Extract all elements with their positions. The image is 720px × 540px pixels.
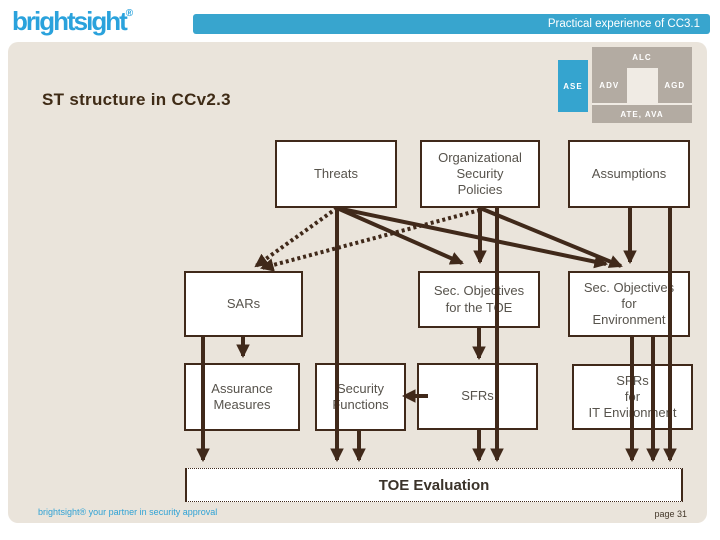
assurance-map: ALC ADV AGD ATE, AVA — [592, 47, 692, 123]
assurance-map-ase-box: ASE — [558, 60, 588, 112]
assurance-map-alc: ALC — [632, 53, 652, 62]
box-sec-objectives-environment: Sec. Objectives for Environment — [568, 271, 690, 337]
box-toe-evaluation: TOE Evaluation — [185, 468, 683, 502]
box-sfrs: SFRs — [417, 363, 538, 430]
brightsight-logo: brightsight® — [12, 6, 133, 37]
box-threats: Threats — [275, 140, 397, 208]
box-assumptions: Assumptions — [568, 140, 690, 208]
page-title: ST structure in CCv2.3 — [42, 90, 231, 109]
assurance-map-ate-ava: ATE, AVA — [620, 109, 664, 119]
assurance-map-middle-row: ADV AGD — [592, 68, 692, 103]
box-threats-label: Threats — [313, 165, 359, 181]
assurance-map-toe-slot — [626, 68, 658, 103]
box-assurance-measures: Assurance Measures — [184, 363, 300, 431]
registered-mark-icon: ® — [125, 8, 134, 19]
box-assumptions-label: Assumptions — [591, 165, 667, 181]
brightsight-logo-text: brightsight — [12, 6, 128, 36]
box-organizational-security-policies: Organizational Security Policies — [420, 140, 540, 208]
box-sec-objectives-toe-label: Sec. Objectives for the TOE — [433, 283, 525, 315]
assurance-map-divider — [592, 103, 692, 105]
header-title-bar: Practical experience of CC3.1 — [193, 14, 710, 34]
box-sfrs-label: SFRs — [461, 388, 494, 404]
box-security-functions-label: Security Functions — [332, 380, 389, 412]
box-osp-label: Organizational Security Policies — [438, 149, 522, 198]
assurance-map-agd: AGD — [664, 81, 686, 90]
box-sars: SARs — [184, 271, 303, 337]
box-assurance-measures-label: Assurance Measures — [211, 380, 273, 412]
box-sfrs-it-environment-label: SFRs for IT Environment — [588, 372, 677, 421]
box-sars-label: SARs — [226, 295, 261, 311]
box-sfrs-it-environment: SFRs for IT Environment — [572, 364, 693, 430]
box-security-functions: Security Functions — [315, 363, 406, 431]
page-number: page 31 — [654, 509, 687, 519]
box-sec-objectives-toe: Sec. Objectives for the TOE — [418, 271, 540, 328]
box-sec-objectives-environment-label: Sec. Objectives for Environment — [583, 279, 675, 328]
footer-tagline: brightsight® your partner in security ap… — [38, 507, 218, 517]
assurance-map-adv: ADV — [599, 81, 620, 90]
